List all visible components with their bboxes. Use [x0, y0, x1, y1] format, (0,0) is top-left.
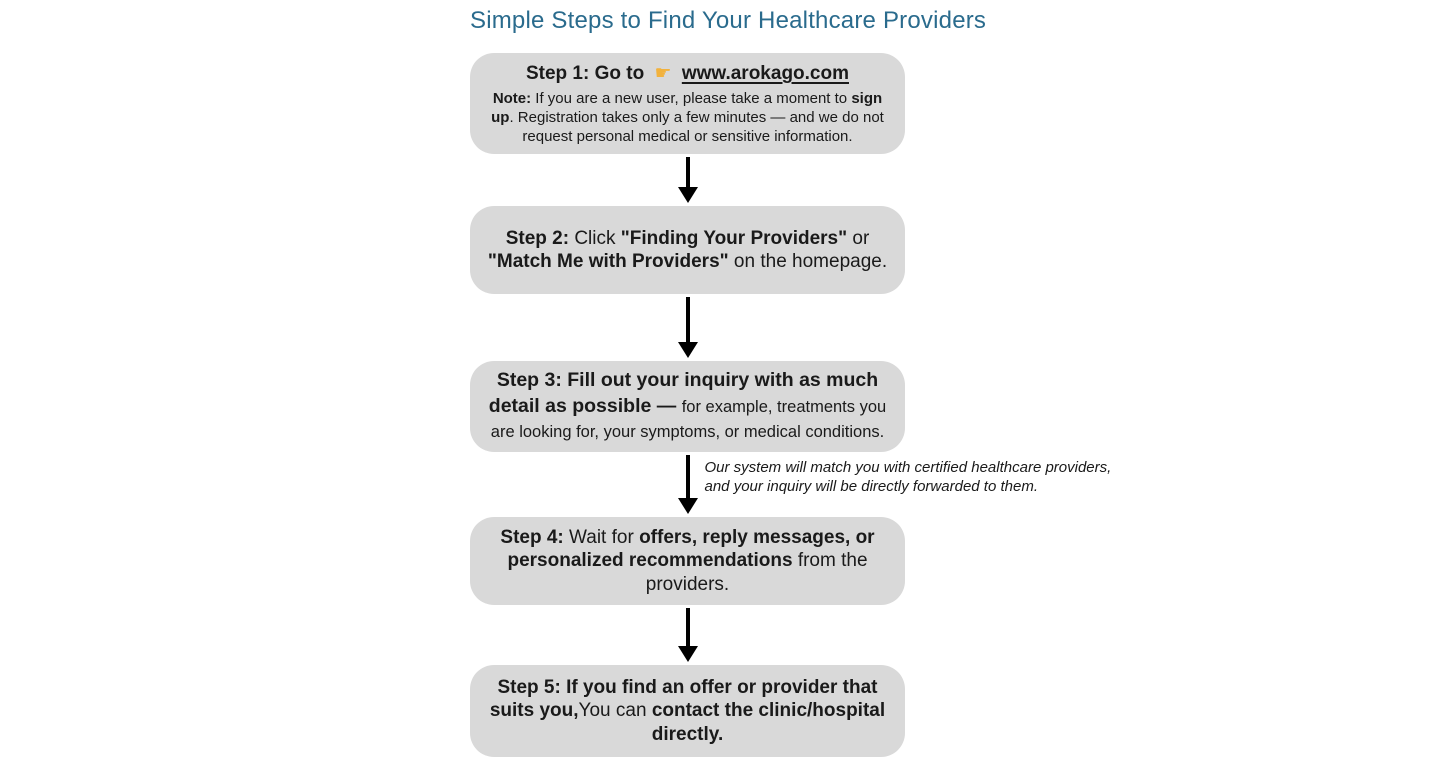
step-1-label: Step 1: Go to: [525, 63, 645, 84]
step-4-t1: Wait for: [563, 526, 640, 548]
note-label: Note:: [492, 90, 532, 107]
step-3-label: Step 3: Fill out your inquiry with as mu…: [488, 369, 879, 417]
connector-3: Our system will match you with certified…: [470, 452, 1111, 517]
step-2-text: Step 2: Click "Finding Your Providers" o…: [484, 227, 891, 274]
step-2-label: Step 2:: [505, 227, 570, 249]
note-text: If you are a new user, please take a mom…: [531, 90, 852, 107]
down-arrow-icon: [677, 294, 698, 361]
step-4-text: Step 4: Wait for offers, reply messages,…: [484, 526, 891, 597]
step-2-t2: or: [847, 227, 870, 249]
connector-2: [470, 294, 905, 361]
down-arrow-icon: [677, 154, 698, 206]
step-4-t2: from the providers.: [645, 550, 868, 595]
step-1-box: Step 1: Go to ☛ www.arokago.com Note: If…: [470, 53, 905, 154]
step-2-box: Step 2: Click "Finding Your Providers" o…: [470, 206, 905, 294]
pointing-hand-icon: ☛: [654, 63, 672, 84]
step-2-t1: Click: [569, 227, 621, 249]
match-annotation: Our system will match you with certified…: [705, 459, 1112, 496]
step-1-heading: Step 1: Go to ☛ www.arokago.com: [484, 61, 891, 86]
step-3-text: Step 3: Fill out your inquiry with as mu…: [478, 368, 897, 445]
step-4-box: Step 4: Wait for offers, reply messages,…: [470, 517, 905, 605]
step-5-text: Step 5: If you find an offer or provider…: [484, 676, 891, 747]
arokago-link[interactable]: www.arokago.com: [681, 63, 849, 84]
step-5-box: Step 5: If you find an offer or provider…: [470, 665, 905, 757]
step-2-t3: on the homepage.: [728, 251, 888, 272]
down-arrow-icon: [677, 452, 698, 517]
step-5-t1: You can: [578, 700, 652, 722]
step-3-box: Step 3: Fill out your inquiry with as mu…: [470, 361, 905, 452]
note-text-rest: . Registration takes only a few minutes …: [509, 109, 884, 145]
step-4-label: Step 4:: [500, 526, 564, 548]
step-3-detail: for example, treatments you are looking …: [490, 398, 887, 441]
annotation-line-1: Our system will match you with certified…: [704, 459, 1112, 476]
finding-your-providers-text: "Finding Your Providers": [620, 227, 848, 249]
flow-column: Step 1: Go to ☛ www.arokago.com Note: If…: [470, 53, 1111, 757]
step-1-note: Note: If you are a new user, please take…: [484, 89, 891, 146]
connector-4: [470, 605, 905, 665]
annotation-line-2: and your inquiry will be directly forwar…: [704, 477, 1039, 495]
step-5-label: Step 5: If you find an offer or provider…: [489, 676, 878, 722]
offers-text: offers, reply messages, or personalized …: [507, 526, 875, 572]
down-arrow-icon: [677, 605, 698, 665]
contact-clinic-text: contact the clinic/hospital directly.: [651, 700, 886, 745]
page-title: Simple Steps to Find Your Healthcare Pro…: [470, 7, 987, 34]
sign-up-text: sign up: [491, 90, 883, 126]
match-me-with-providers-text: "Match Me with Providers": [487, 251, 729, 272]
connector-1: [470, 154, 905, 206]
